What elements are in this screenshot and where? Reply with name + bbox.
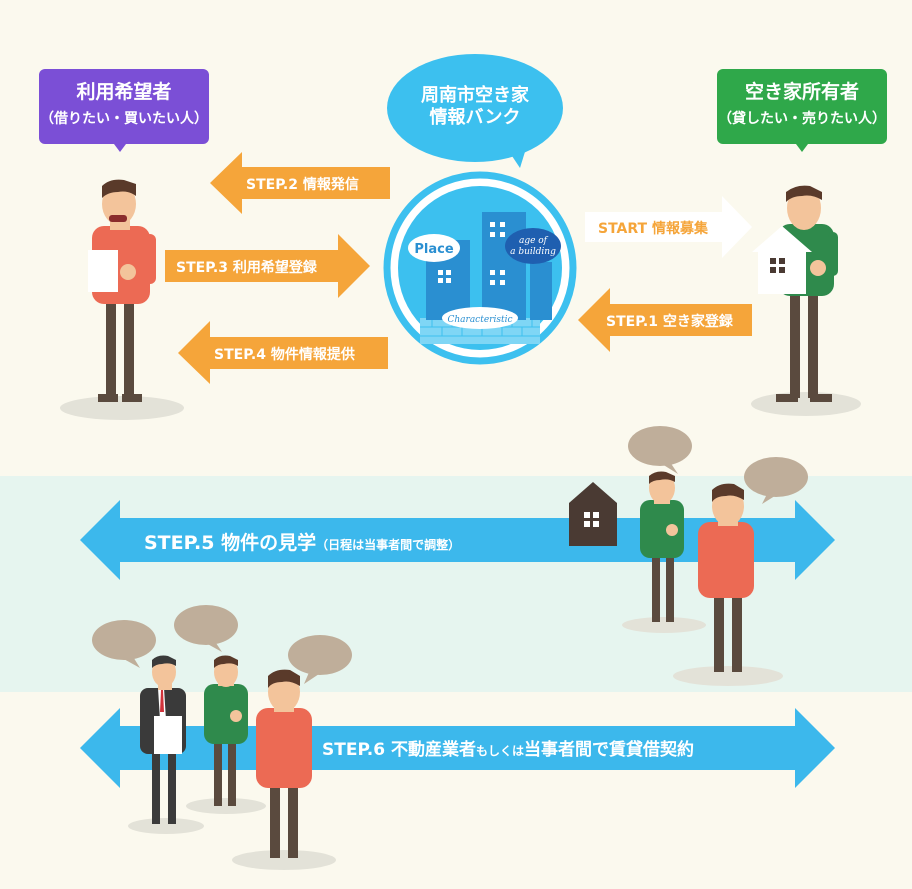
- step2-label: STEP.2 情報発信: [246, 177, 359, 193]
- step3-arrow: [165, 234, 370, 298]
- step6-part1: STEP.6 不動産業者: [322, 740, 476, 760]
- building-circle-icon: Place age of a building Characteristic: [383, 171, 577, 365]
- place-bubble: [408, 234, 460, 262]
- step4-arrow: [178, 321, 388, 384]
- step2-arrow: [210, 152, 390, 214]
- start-label: START 情報募集: [598, 221, 708, 237]
- step6-part2: もしくは: [476, 744, 525, 758]
- characteristic-label: Characteristic: [447, 315, 512, 325]
- seeker-badge: 利用希望者 （借りたい・買いたい人）: [39, 69, 209, 144]
- place-label: Place: [414, 242, 453, 257]
- step1-label: STEP.1 空き家登録: [606, 314, 733, 330]
- owner-badge: 空き家所有者 （貸したい・売りたい人）: [717, 69, 887, 144]
- step6-label: STEP.6 不動産業者もしくは当事者間で賃貸借契約: [322, 735, 694, 760]
- age-label-1: age of: [519, 236, 549, 246]
- seeker-small-person-icon: [256, 669, 312, 858]
- owner-small-person-icon: [204, 655, 248, 806]
- agent-person-icon: [640, 471, 684, 622]
- seeker-person-icon: [88, 179, 156, 402]
- step4-label: STEP.4 物件情報提供: [214, 347, 355, 363]
- characteristic-bubble: [442, 307, 518, 329]
- step6-part3: 当事者間で賃貸借契約: [524, 740, 695, 760]
- step5-main: STEP.5 物件の見学: [144, 532, 317, 554]
- start-arrow: [585, 196, 752, 258]
- realtor-person-icon: [140, 655, 186, 824]
- center-speech-bubble: [387, 54, 563, 168]
- info-bank-title: 周南市空き家 情報バンク: [395, 85, 555, 129]
- right-badge-tail: [796, 144, 808, 152]
- age-bubble: [505, 228, 561, 264]
- owner-person-icon: [752, 185, 838, 402]
- step3-label: STEP.3 利用希望登録: [176, 260, 317, 276]
- seeker-title: 利用希望者: [76, 81, 172, 103]
- left-badge-tail: [114, 144, 126, 152]
- owner-subtitle: （貸したい・売りたい人）: [718, 111, 886, 127]
- negotiation-bubbles-icon: [92, 605, 352, 684]
- step5-note: （日程は当事者間で調整）: [316, 538, 461, 552]
- step5-6-band: [0, 476, 912, 692]
- talk-bubble-icon: [628, 426, 808, 504]
- seeker-subtitle: （借りたい・買いたい人）: [40, 111, 208, 127]
- step1-arrow: [578, 288, 752, 352]
- visitor-person-icon: [698, 483, 754, 672]
- step5-label: STEP.5 物件の見学（日程は当事者間で調整）: [144, 528, 460, 555]
- small-house-icon: [569, 482, 617, 546]
- age-label-2: a building: [510, 247, 556, 257]
- owner-title: 空き家所有者: [744, 81, 859, 103]
- info-bank-line2: 情報バンク: [429, 107, 521, 128]
- info-bank-line1: 周南市空き家: [421, 85, 529, 106]
